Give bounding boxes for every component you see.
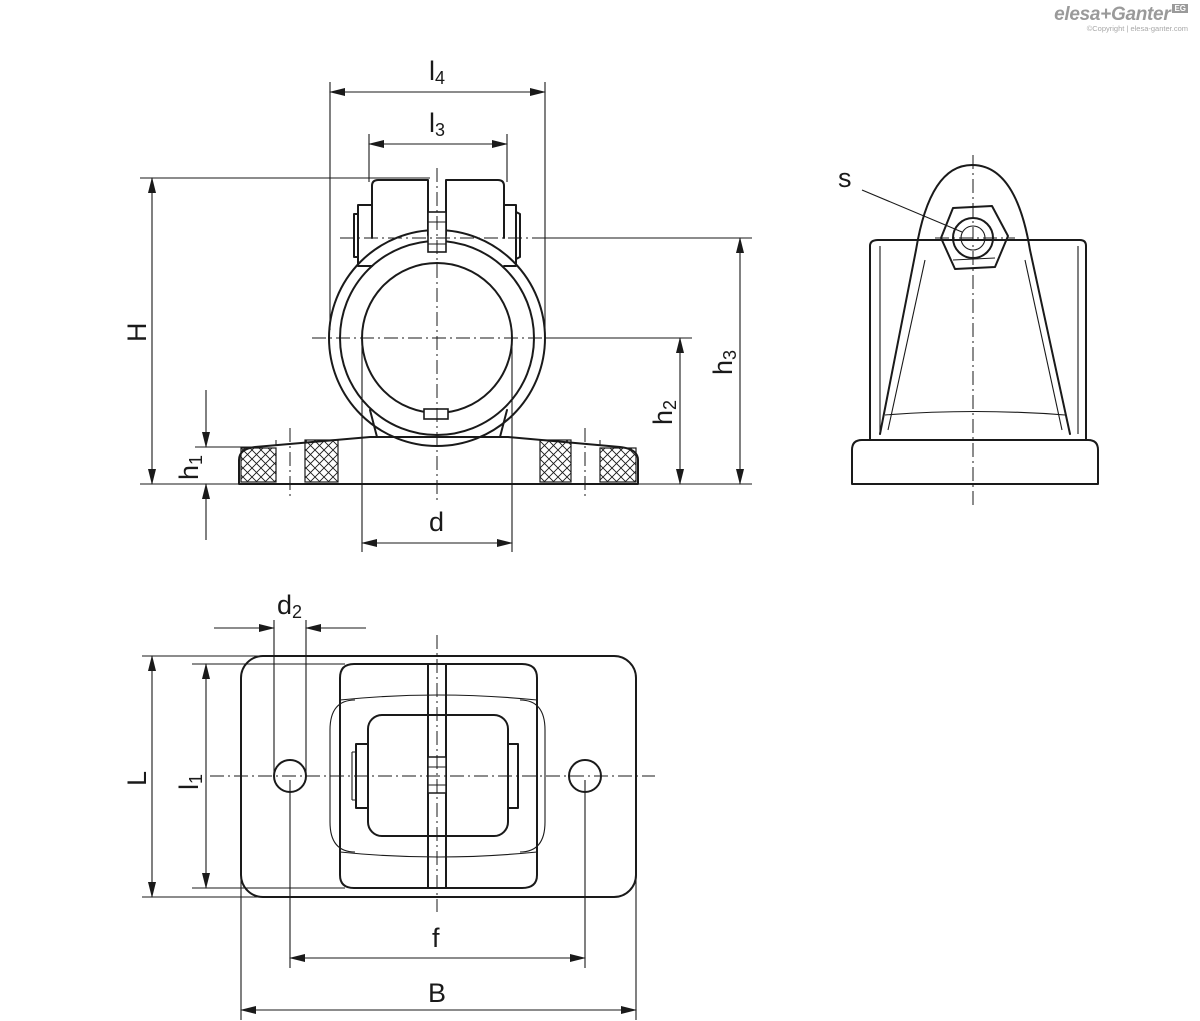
knurl-left-outer xyxy=(240,447,277,483)
knurl-left-inner xyxy=(304,439,339,483)
base-foot xyxy=(238,436,639,485)
label-h1: h1 xyxy=(174,455,206,480)
label-s: s xyxy=(838,163,852,193)
label-B: B xyxy=(428,978,446,1008)
side-base xyxy=(851,439,1099,485)
label-l4: l4 xyxy=(429,56,445,88)
front-view: l4 l3 H h1 h2 h3 d xyxy=(122,56,752,552)
brand-name: elesa+Ganter xyxy=(1054,4,1171,25)
copyright-text: ©Copyright | elesa-ganter.com xyxy=(1086,24,1188,33)
side-view: s xyxy=(838,155,1099,505)
brand-badge: EG xyxy=(1172,4,1188,13)
label-h2: h2 xyxy=(648,400,680,425)
label-d: d xyxy=(429,507,444,537)
knurl-right-inner xyxy=(539,439,572,483)
label-h3: h3 xyxy=(708,350,740,375)
label-d2: d2 xyxy=(277,590,302,622)
hex-nut xyxy=(940,205,1009,270)
top-view: d2 L l1 f B xyxy=(122,590,655,1020)
label-f: f xyxy=(432,923,440,953)
label-L: L xyxy=(122,771,152,786)
label-l3: l3 xyxy=(429,108,445,140)
label-H: H xyxy=(122,323,152,343)
knurl-right-outer xyxy=(599,447,637,483)
label-l1: l1 xyxy=(174,774,206,790)
